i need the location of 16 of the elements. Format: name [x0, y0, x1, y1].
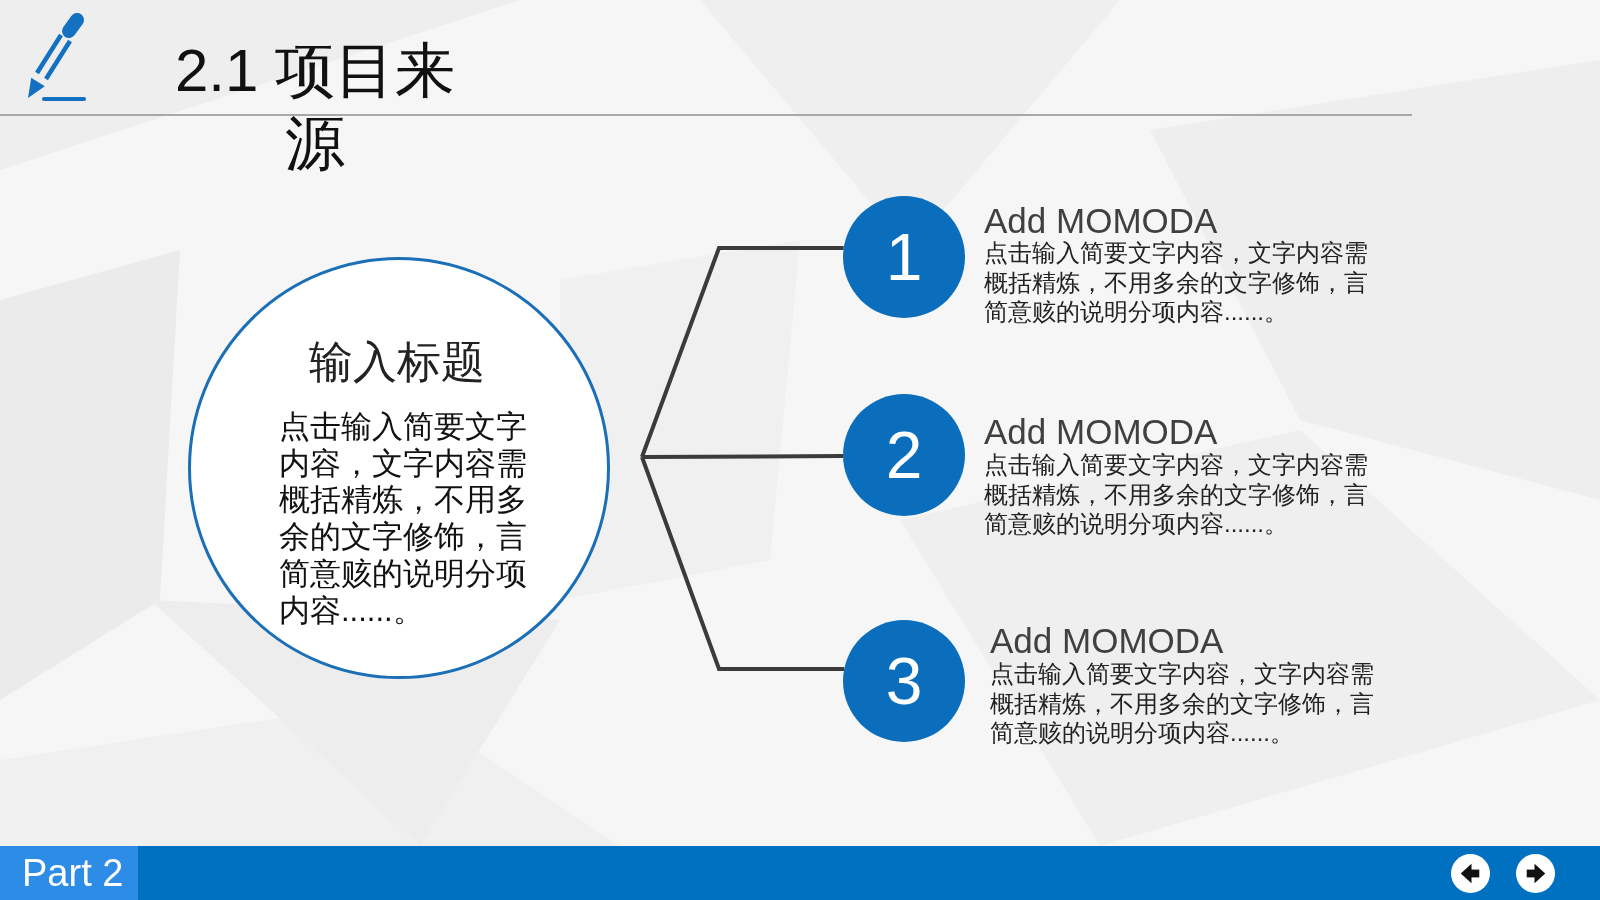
item-heading: Add MOMODA [990, 621, 1224, 661]
item-description: 点击输入简要文字内容，文字内容需概括精炼，不用多余的文字修饰，言简意赅的说明分项内容......。 [984, 238, 1369, 327]
circle-description: 点击输入简要文字内容，文字内容需概括精炼，不用多余的文字修饰，言简意赅的说明分项内容......。 [279, 409, 528, 630]
item-heading: Add MOMODA [984, 201, 1218, 240]
number-circle: 2 [843, 394, 965, 516]
circle-heading: 输入标题 [308, 336, 486, 388]
connector-line [640, 246, 844, 458]
item-description: 点击输入简要文字内容，文字内容需概括精炼，不用多余的文字修饰，言简意赅的说明分项内容......。 [984, 450, 1369, 539]
item-description: 点击输入简要文字内容，文字内容需概括精炼，不用多余的文字修饰，言简意赅的说明分项内容......。 [990, 659, 1375, 748]
number-circle: 3 [843, 620, 965, 742]
slide-title: 2.1 项目来源 [173, 36, 457, 179]
number-circle: 1 [843, 196, 965, 318]
connector-line [640, 456, 845, 671]
section-label: Part 2 [0, 846, 138, 900]
item-heading: Add MOMODA [984, 412, 1218, 452]
connector-line [642, 454, 843, 459]
